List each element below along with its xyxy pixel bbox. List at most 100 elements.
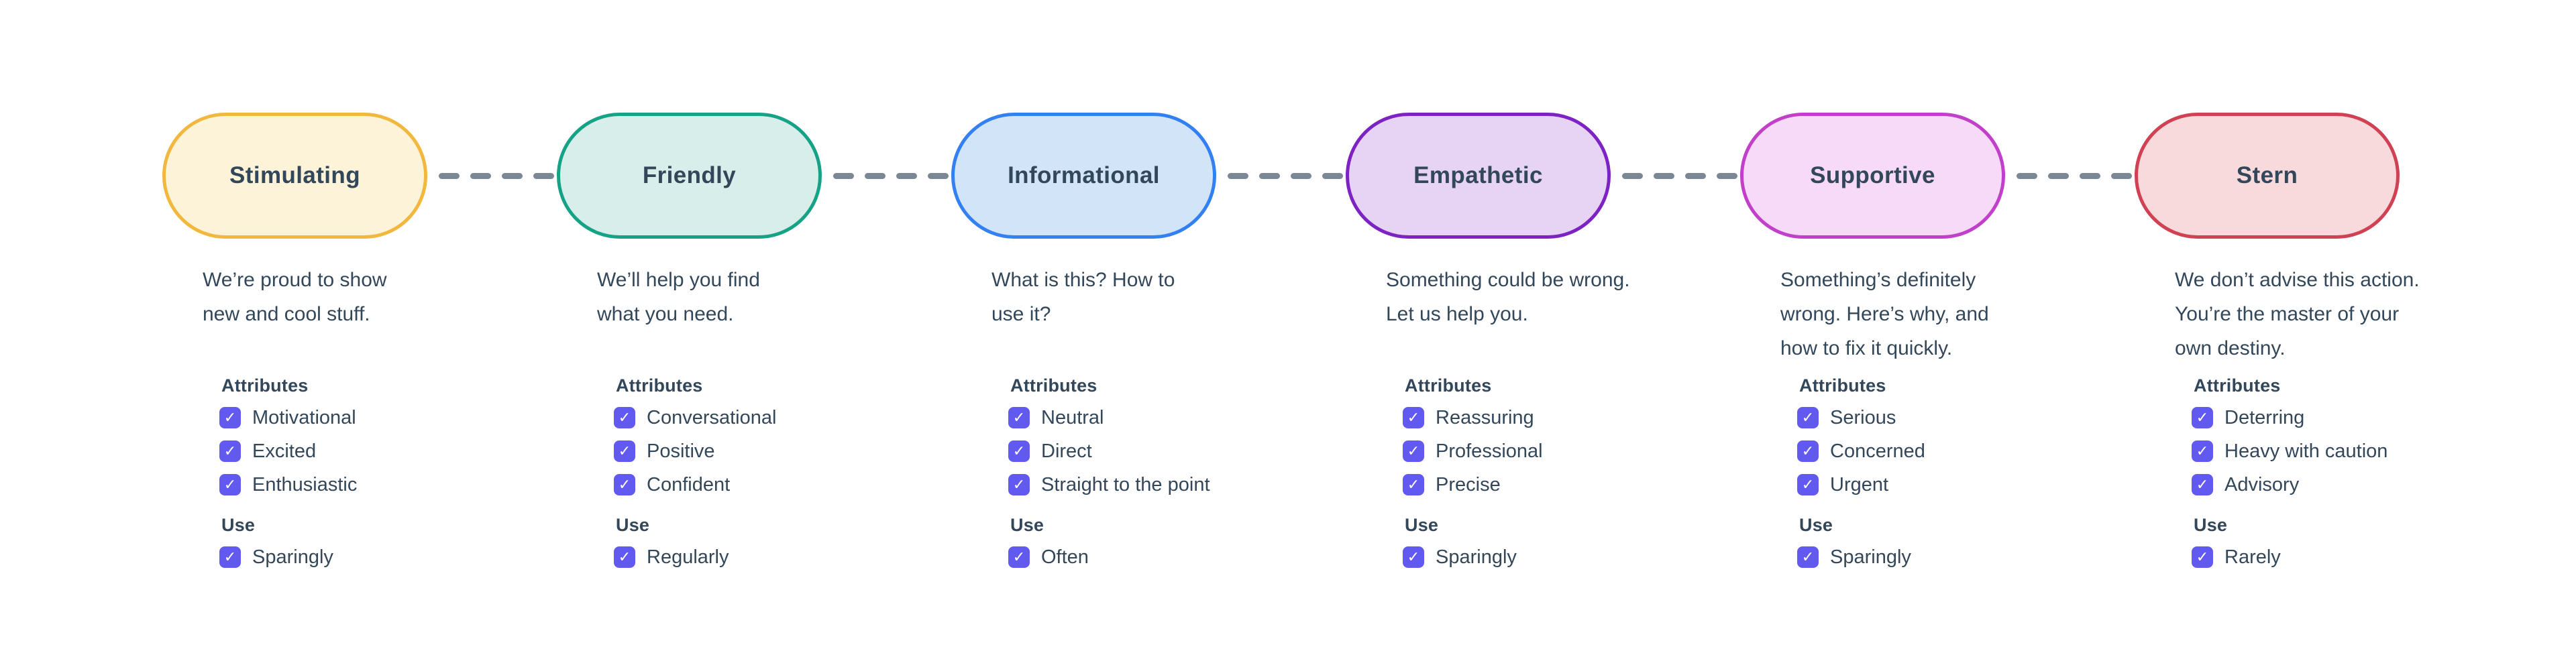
checkbox-checked-icon[interactable]: ✓ [1008,440,1030,462]
connector-dashed-line [833,173,949,179]
description-line: What is this? How to [991,269,1175,291]
checkbox-checked-icon[interactable]: ✓ [1008,546,1030,568]
checkbox-checked-icon[interactable]: ✓ [1797,546,1819,568]
use-heading: Use [1799,515,1833,535]
check-icon: ✓ [1012,442,1026,459]
description-line: Something’s definitely [1780,269,1976,291]
check-icon: ✓ [618,548,631,565]
checkbox-checked-icon[interactable]: ✓ [219,546,241,568]
checkbox-checked-icon[interactable]: ✓ [1008,474,1030,495]
tone-description: What is this? How to use it? [991,263,1346,375]
checkbox-checked-icon[interactable]: ✓ [1797,474,1819,495]
check-icon: ✓ [2196,442,2209,459]
tone-pill-label: Stimulating [229,162,360,188]
checkbox-checked-icon[interactable]: ✓ [614,546,635,568]
checkbox-checked-icon[interactable]: ✓ [1403,440,1424,462]
attributes-heading: Attributes [1405,375,1492,396]
tone-description: We don’t advise this action. You’re the … [2175,263,2529,375]
checkbox-checked-icon[interactable]: ✓ [614,474,635,495]
checkbox-checked-icon[interactable]: ✓ [219,474,241,495]
checkbox-checked-icon[interactable]: ✓ [614,440,635,462]
checkbox-checked-icon[interactable]: ✓ [1403,546,1424,568]
attribute-label: Neutral [1041,406,1104,428]
tone-pill-friendly: Friendly [557,113,822,239]
checkbox-checked-icon[interactable]: ✓ [1403,407,1424,428]
connector-dashed-line [1228,173,1343,179]
tone-pill-label: Stern [2236,162,2298,188]
attribute-row: ✓ Urgent [1797,473,2135,496]
use-row: ✓ Rarely [2192,546,2529,569]
attribute-label: Concerned [1830,440,1925,462]
attribute-label: Excited [252,440,317,462]
attribute-row: ✓ Neutral [1008,406,1346,429]
attribute-row: ✓ Enthusiastic [219,473,557,496]
attribute-label: Direct [1041,440,1092,462]
check-icon: ✓ [1407,409,1420,426]
tone-pill-label: Informational [1008,162,1160,188]
attributes-heading: Attributes [221,375,309,396]
tone-column-stimulating: Stimulating We’re proud to show new and … [162,113,557,649]
tone-description: We’ll help you find what you need. [597,263,951,375]
checkbox-checked-icon[interactable]: ✓ [614,407,635,428]
attribute-label: Confident [647,473,731,495]
description-line: We don’t advise this action. [2175,269,2420,291]
check-icon: ✓ [2196,476,2209,493]
attributes-heading: Attributes [1010,375,1097,396]
check-icon: ✓ [1801,442,1815,459]
tone-column-informational: Informational What is this? How to use i… [951,113,1346,649]
tone-pill-stimulating: Stimulating [162,113,427,239]
check-icon: ✓ [618,442,631,459]
use-row: ✓ Sparingly [1403,546,1740,569]
description-line: own destiny. [2175,337,2286,359]
use-label: Often [1041,546,1089,568]
use-label: Sparingly [252,546,333,568]
check-icon: ✓ [1801,476,1815,493]
check-icon: ✓ [1407,442,1420,459]
use-heading: Use [616,515,650,535]
check-icon: ✓ [223,548,237,565]
checkbox-checked-icon[interactable]: ✓ [1008,407,1030,428]
attribute-row: ✓ Positive [614,440,951,463]
attribute-row: ✓ Serious [1797,406,2135,429]
attribute-row: ✓ Confident [614,473,951,496]
attribute-row: ✓ Concerned [1797,440,2135,463]
description-line: Something could be wrong. [1386,269,1630,291]
attribute-label: Serious [1830,406,1896,428]
attribute-row: ✓ Conversational [614,406,951,429]
checkbox-checked-icon[interactable]: ✓ [1403,474,1424,495]
attribute-label: Professional [1436,440,1543,462]
tone-pill-stern: Stern [2135,113,2400,239]
attribute-label: Positive [647,440,715,462]
check-icon: ✓ [223,409,237,426]
check-icon: ✓ [1012,476,1026,493]
check-icon: ✓ [2196,409,2209,426]
check-icon: ✓ [1012,548,1026,565]
attributes-heading: Attributes [1799,375,1886,396]
attribute-label: Urgent [1830,473,1889,495]
checkbox-checked-icon[interactable]: ✓ [2192,474,2213,495]
checkbox-checked-icon[interactable]: ✓ [219,440,241,462]
attribute-row: ✓ Professional [1403,440,1740,463]
checkbox-checked-icon[interactable]: ✓ [1797,440,1819,462]
checkbox-checked-icon[interactable]: ✓ [219,407,241,428]
checkbox-checked-icon[interactable]: ✓ [2192,407,2213,428]
attribute-row: ✓ Deterring [2192,406,2529,429]
attribute-label: Straight to the point [1041,473,1210,495]
use-heading: Use [221,515,256,535]
attribute-row: ✓ Straight to the point [1008,473,1346,496]
attribute-row: ✓ Excited [219,440,557,463]
use-row: ✓ Sparingly [219,546,557,569]
check-icon: ✓ [1012,409,1026,426]
use-row: ✓ Often [1008,546,1346,569]
use-row: ✓ Sparingly [1797,546,2135,569]
checkbox-checked-icon[interactable]: ✓ [2192,440,2213,462]
check-icon: ✓ [1407,476,1420,493]
checkbox-checked-icon[interactable]: ✓ [2192,546,2213,568]
attribute-row: ✓ Heavy with caution [2192,440,2529,463]
checkbox-checked-icon[interactable]: ✓ [1797,407,1819,428]
tone-pill-label: Empathetic [1413,162,1543,188]
tone-pill-label: Friendly [642,162,737,188]
check-icon: ✓ [2196,548,2209,565]
attribute-row: ✓ Direct [1008,440,1346,463]
check-icon: ✓ [223,442,237,459]
